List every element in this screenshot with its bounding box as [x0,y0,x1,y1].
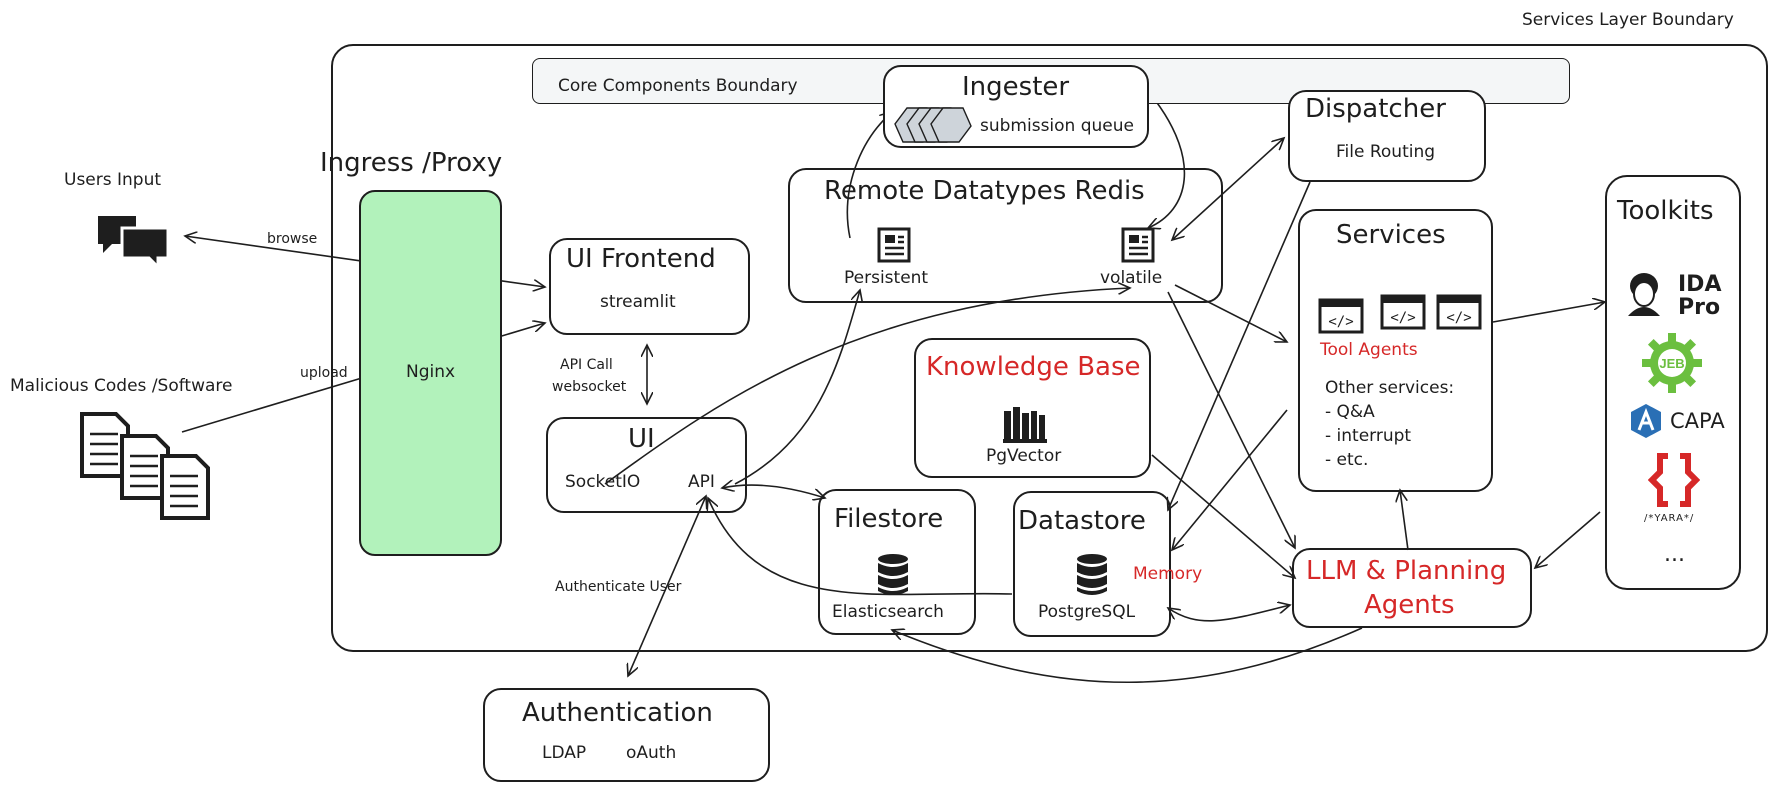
edge-label-upload: upload [300,365,348,381]
edge-label-authenticate: Authenticate User [555,579,682,595]
authentication-box [483,688,770,782]
redis-volatile: volatile [1100,268,1163,288]
services-title: Services [1336,220,1446,250]
edge-api-filestore [722,485,825,498]
ui-frontend-box [549,238,750,335]
edge-services-datastore [1172,409,1288,550]
yara-icon [1648,453,1700,507]
code-window-icon: </> [1436,294,1482,330]
database-icon [878,554,908,595]
ui-frontend-title: UI Frontend [566,244,716,274]
edge-socketio-volatile [604,288,1130,485]
dispatcher-title: Dispatcher [1305,94,1446,124]
edge-knowledge-llm [1151,454,1295,578]
users-input-label: Users Input [64,170,162,190]
edge-dispatcher-datastore [1168,181,1311,510]
jeb-label: JEB [1659,356,1684,371]
edge-persistent-ingester [846,112,892,239]
malicious-label: Malicious Codes /Software [10,376,233,396]
redis-persistent: Persistent [844,268,929,288]
capa-icon [1631,404,1661,438]
ui-box [546,417,747,513]
knowledge-title: Knowledge Base [926,352,1141,382]
toolkits-box [1605,175,1741,590]
authentication-title: Authentication [522,698,713,728]
services-layer-boundary [331,44,1768,652]
edge-volatile-llm [1167,291,1295,548]
ida-pro-portrait-icon [1628,273,1660,316]
books-icon [1003,407,1047,443]
services-other-item: - etc. [1325,450,1369,470]
edge-llm-services [1400,490,1409,551]
code-window-icon: </> [1318,298,1364,334]
services-other-item: - Q&A [1325,402,1375,422]
ida-pro-line2: Pro [1678,295,1721,320]
edge-volatile-services [1174,284,1287,342]
ui-title: UI [628,424,655,454]
datastore-memory: Memory [1133,564,1203,584]
redis-title: Remote Datatypes Redis [824,176,1145,206]
persistent-doc-icon [877,227,911,263]
knowledge-box [914,338,1151,478]
services-tool-agents: Tool Agents [1320,340,1418,360]
datastore-box [1013,491,1171,637]
ingress-title: Ingress /Proxy [320,148,503,178]
yara-label: /*YARA*/ [1644,513,1695,524]
svg-text:</>: </> [1328,314,1353,330]
edge-llm-datastore [1168,605,1290,622]
edge-label-websocket: websocket [552,379,627,395]
dispatcher-sub: File Routing [1336,142,1436,162]
filestore-sub: Elasticsearch [832,602,944,622]
edge-label-api-call: API Call [560,357,613,373]
edge-services-toolkits [1492,302,1605,323]
dispatcher-box [1288,90,1486,182]
svg-text:</>: </> [1390,310,1415,326]
edge-label-browse: browse [267,231,318,247]
ui-socketio: SocketIO [565,472,641,492]
authentication-ldap: LDAP [542,743,587,763]
edge-authenticate [628,496,706,676]
code-window-icon: </> [1380,294,1426,330]
services-layer-label: Services Layer Boundary [1522,10,1734,30]
toolkits-title: Toolkits [1617,196,1714,226]
queue-cards-icon [894,107,972,143]
edge-llm-filestore [892,627,1363,683]
edge-datastore-api [708,498,1013,596]
volatile-doc-icon [1121,227,1155,263]
toolkits-more: ... [1664,542,1685,567]
authentication-oauth: oAuth [626,743,677,763]
svg-text:</>: </> [1446,310,1471,326]
services-other-item: - interrupt [1325,426,1412,446]
filestore-title: Filestore [834,504,944,534]
capa-label: CAPA [1670,409,1725,433]
llm-box [1292,548,1532,628]
edge-api-persistent [734,290,860,485]
llm-line2: Agents [1364,590,1455,620]
edge-toolkits-llm [1535,511,1601,568]
datastore-title: Datastore [1018,506,1146,536]
ingester-sub: submission queue [980,116,1134,136]
jeb-gear-icon: JEB [1642,333,1702,393]
redis-box [788,168,1223,303]
chat-bubbles-icon [98,216,170,268]
ingester-title: Ingester [962,72,1070,102]
services-other-head: Other services: [1325,378,1455,398]
filestore-box [818,489,976,635]
ui-api: API [688,472,715,492]
core-components-label: Core Components Boundary [558,76,798,96]
database-icon [1077,554,1107,595]
llm-line1: LLM & Planning [1306,556,1507,586]
nginx-label: Nginx [406,362,456,382]
documents-icon [80,412,210,520]
knowledge-sub: PgVector [986,446,1062,466]
ui-frontend-sub: streamlit [600,292,676,312]
services-box [1298,209,1493,492]
nginx-box [359,190,502,556]
edge-volatile-dispatcher [1172,138,1284,240]
datastore-sub: PostgreSQL [1038,602,1136,622]
ida-pro-line1: IDA [1678,272,1722,297]
